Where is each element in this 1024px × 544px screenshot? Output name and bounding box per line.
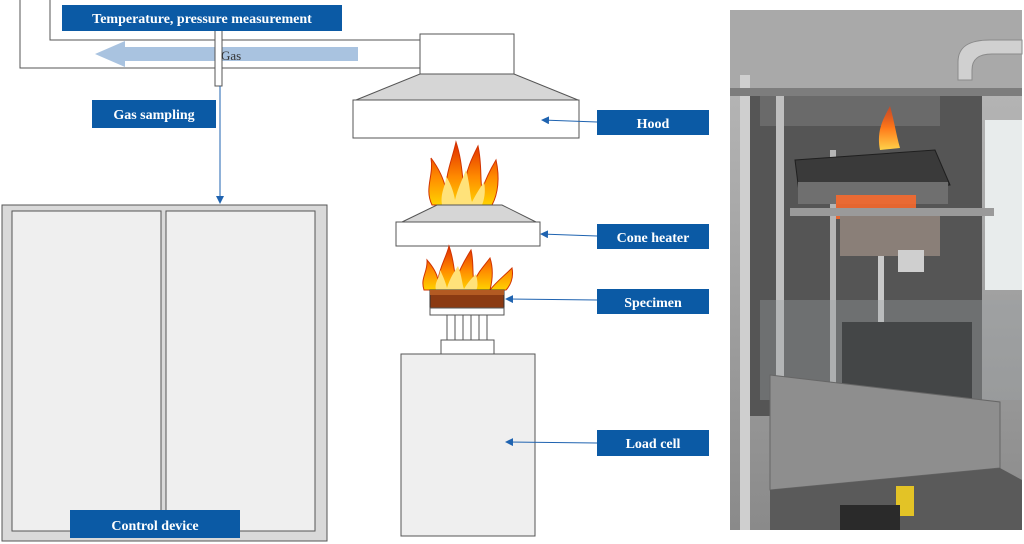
specimen: [429, 289, 505, 316]
svg-text:Hood: Hood: [637, 117, 670, 132]
hood-label: Hood: [597, 110, 709, 135]
control-device-label: Control device: [70, 510, 240, 538]
hood: [352, 73, 580, 139]
load-cell-box: [400, 353, 536, 537]
svg-text:Cone heater: Cone heater: [617, 231, 690, 246]
specimen-holder-rods: [440, 314, 495, 355]
specimen-label: Specimen: [597, 289, 709, 314]
cone-heater-label: Cone heater: [597, 224, 709, 249]
cone-heater-arrow: [540, 230, 598, 239]
hood-arrow: [541, 116, 598, 125]
control-door-right: [165, 210, 316, 532]
cone-heater: [395, 204, 541, 247]
load-cell-label: Load cell: [597, 430, 709, 456]
svg-text:Gas sampling: Gas sampling: [113, 108, 194, 123]
control-door-left: [11, 210, 162, 532]
gas-flow-arrow: [95, 41, 358, 67]
flame-lower-icon: [422, 244, 513, 291]
load-cell-arrow: [505, 438, 598, 447]
duct-connector: [419, 33, 515, 75]
specimen-arrow: [505, 295, 598, 304]
svg-text:Specimen: Specimen: [624, 296, 682, 311]
gas-sampling-label: Gas sampling: [92, 100, 216, 128]
gas-label: Gas: [221, 48, 241, 63]
temperature-pressure-label: Temperature, pressure measurement: [62, 5, 342, 31]
control-device: [1, 204, 328, 542]
cone-calorimeter-photo: [730, 10, 1023, 530]
exhaust-duct: Gas: [19, 0, 515, 87]
svg-text:Load cell: Load cell: [626, 437, 681, 452]
svg-text:Control device: Control device: [111, 519, 198, 534]
svg-text:Temperature, pressure measurem: Temperature, pressure measurement: [92, 12, 312, 27]
flame-upper-icon: [428, 140, 499, 206]
